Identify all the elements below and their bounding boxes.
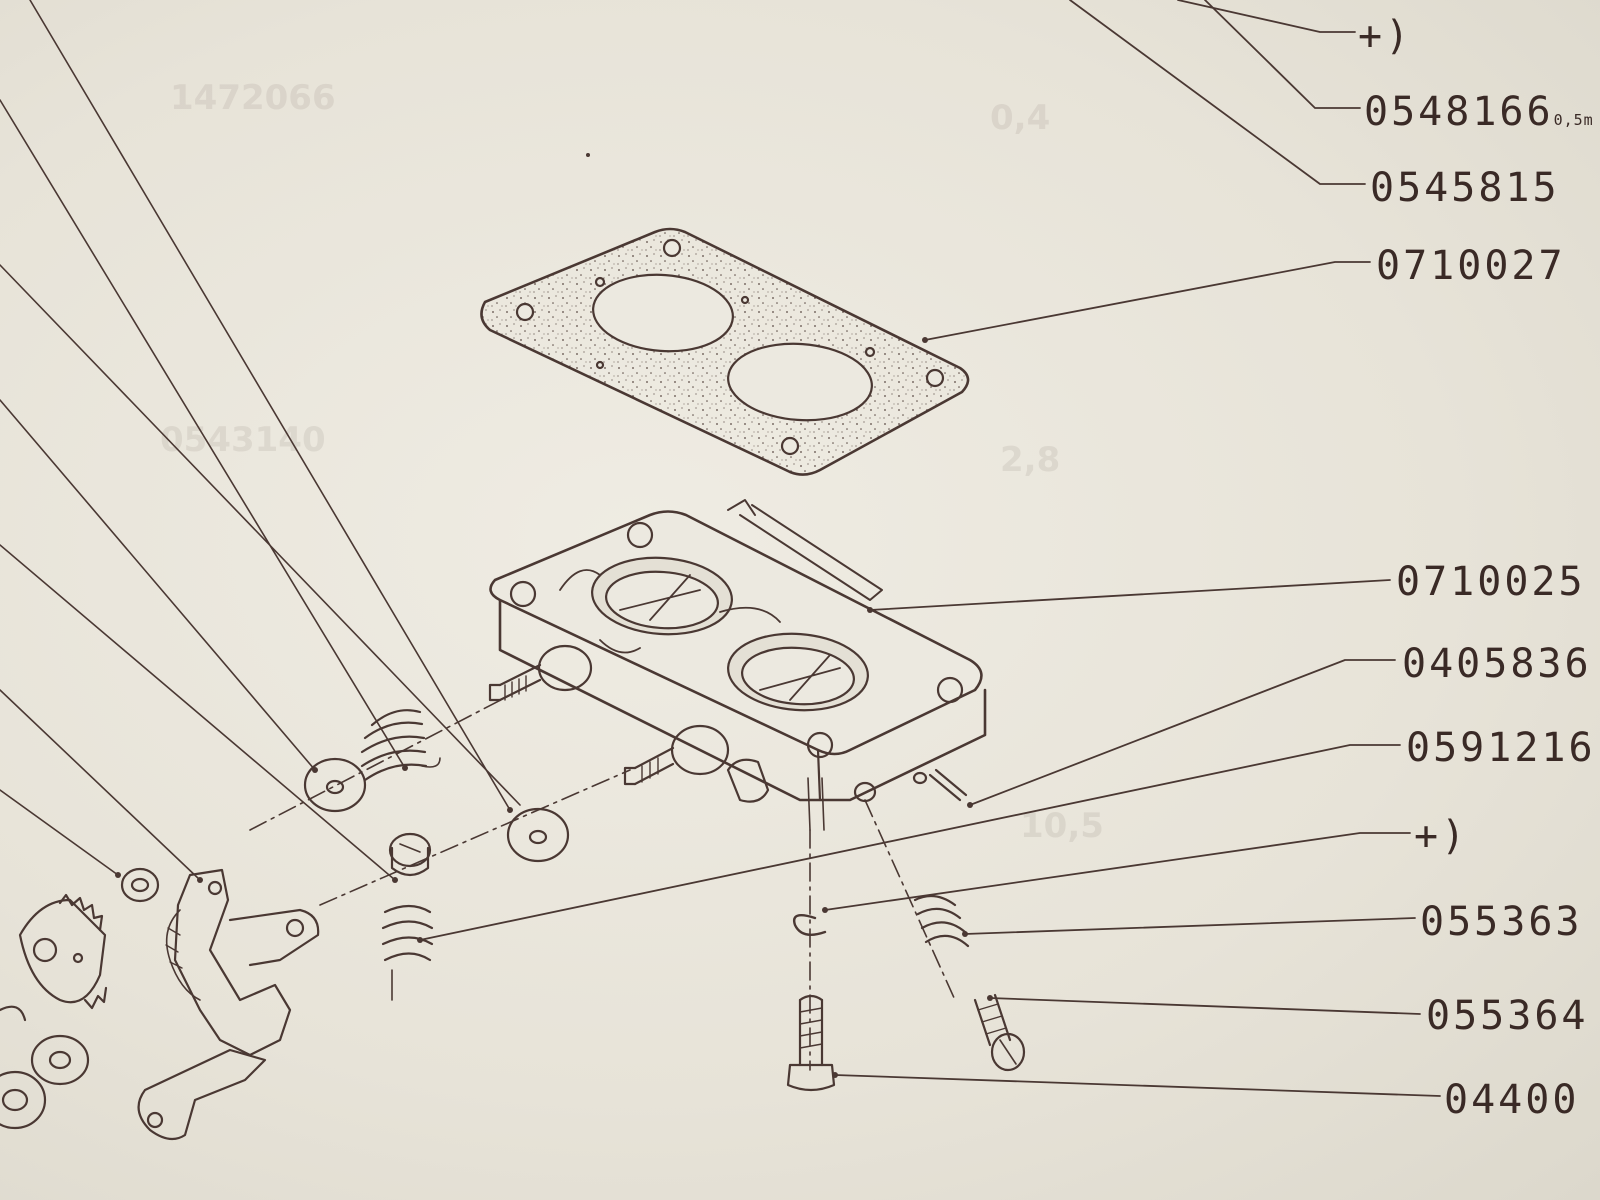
spring-icon bbox=[360, 709, 441, 782]
callout-part-number: 0548166 bbox=[1364, 89, 1554, 135]
screw-icon bbox=[786, 994, 836, 1092]
axis-lines bbox=[249, 689, 956, 1071]
callout-0710025: 0710025 bbox=[1396, 559, 1586, 605]
leader-plus-mid bbox=[824, 832, 1411, 911]
bleed-text: 2,8 bbox=[1000, 440, 1061, 480]
leader-055364 bbox=[989, 997, 1421, 1015]
callout-length: 0,5m bbox=[1553, 111, 1594, 129]
pin-icon bbox=[928, 768, 968, 802]
callout-055364: 055364 bbox=[1426, 993, 1589, 1039]
callout-0545815: 0545815 bbox=[1370, 165, 1560, 211]
leader-lines bbox=[419, 0, 1441, 1097]
leader-0548166 bbox=[1204, 0, 1361, 109]
callout-0405836: 0405836 bbox=[1402, 641, 1592, 687]
leader-dots bbox=[115, 153, 993, 1078]
leader-plus-top bbox=[1177, 0, 1356, 33]
callout-plus-mid: +) bbox=[1414, 813, 1469, 859]
leader-044400 bbox=[834, 1074, 1441, 1097]
circlip-icon bbox=[793, 914, 827, 936]
left-leader-lines bbox=[0, 0, 521, 881]
washer-icon bbox=[120, 757, 570, 903]
leader-0553631 bbox=[964, 917, 1416, 935]
callout-0548166: 05481660,5m bbox=[1364, 92, 1594, 132]
leader-0405836 bbox=[969, 659, 1396, 806]
screw-icon bbox=[388, 832, 432, 877]
callout-plus-top: +) bbox=[1358, 13, 1413, 59]
gasket-icon bbox=[480, 227, 970, 476]
callout-0591216: 0591216 bbox=[1406, 725, 1596, 771]
screw-icon bbox=[973, 993, 1026, 1072]
leader-0710027 bbox=[924, 261, 1371, 341]
bleed-text: 0,4 bbox=[990, 98, 1051, 138]
callout-0710027: 0710027 bbox=[1376, 243, 1566, 289]
callout-0553631: 055363 bbox=[1420, 899, 1583, 945]
leader-0710025 bbox=[869, 579, 1391, 611]
leader-0591216 bbox=[419, 744, 1401, 941]
leader-0545815 bbox=[1069, 0, 1366, 185]
bleed-text: 10,5 bbox=[1020, 806, 1104, 846]
spring-icon bbox=[381, 904, 434, 1001]
bleed-text: 1472066 bbox=[170, 78, 336, 118]
spring-icon bbox=[913, 894, 970, 948]
carburetor-base-icon bbox=[488, 499, 987, 831]
callout-044400: 04400 bbox=[1444, 1077, 1580, 1123]
lever-icon bbox=[0, 868, 320, 1141]
